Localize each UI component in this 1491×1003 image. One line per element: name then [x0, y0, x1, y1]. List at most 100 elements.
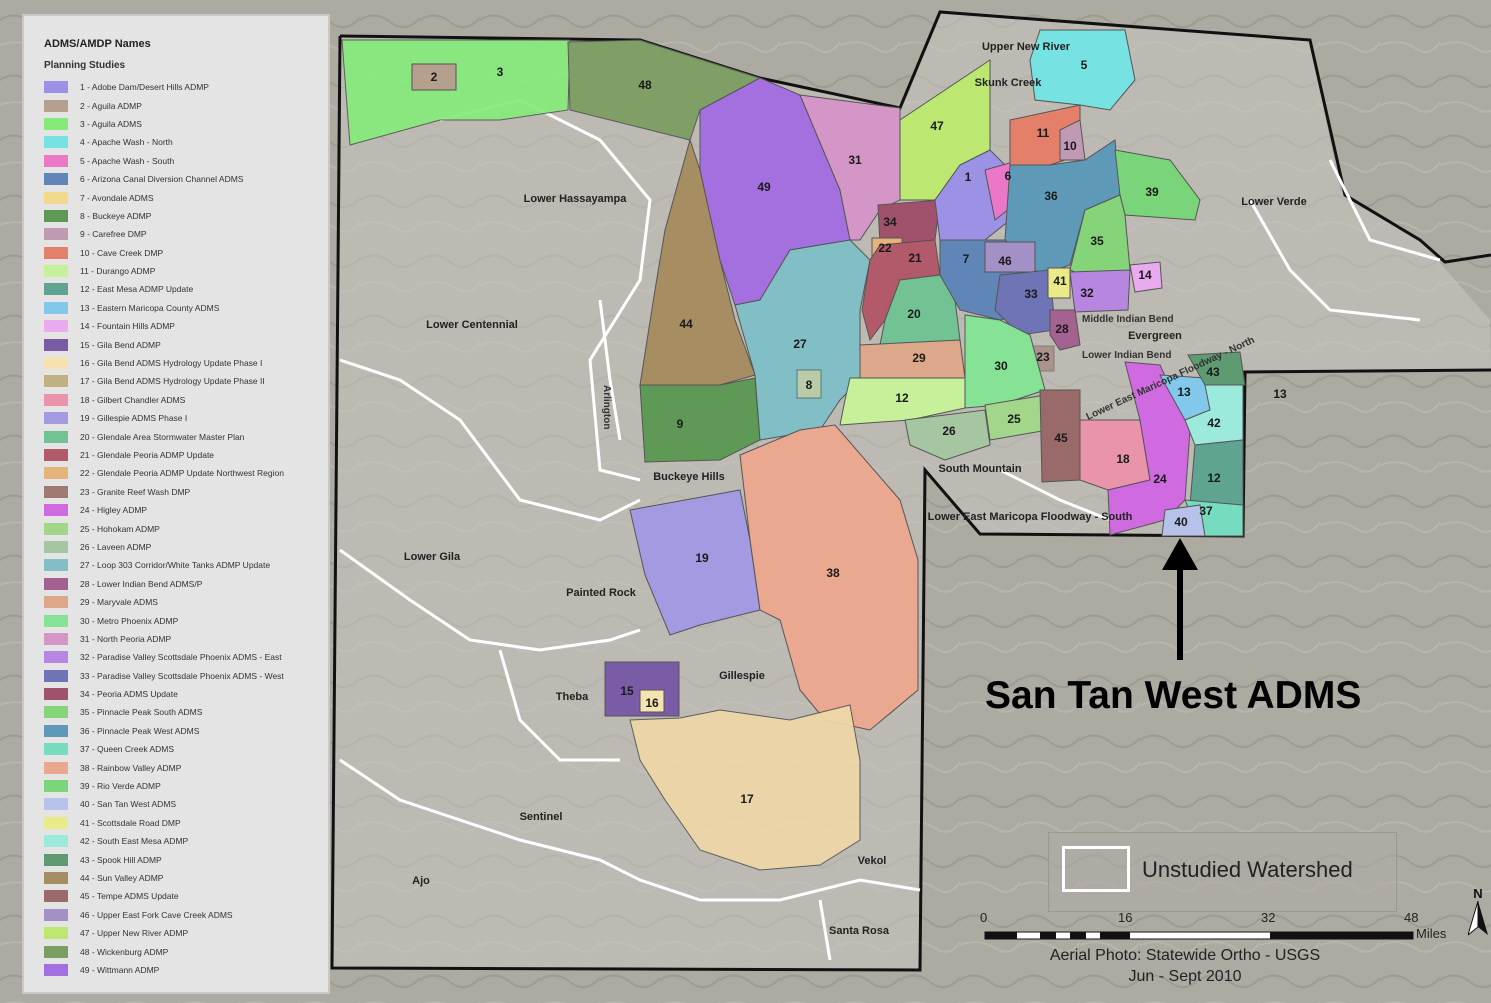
legend-item: 19 - Gillespie ADMS Phase I — [44, 409, 329, 427]
legend-item: 42 - South East Mesa ADMP — [44, 832, 329, 850]
callout-arrow — [1162, 538, 1198, 660]
legend-swatch — [44, 945, 68, 958]
legend-item: 33 - Paradise Valley Scottsdale Phoenix … — [44, 667, 329, 685]
callout-label: San Tan West ADMS — [985, 674, 1362, 717]
legend-swatch — [44, 173, 68, 186]
area-label: 32 — [1080, 286, 1094, 300]
legend-item: 44 - Sun Valley ADMP — [44, 869, 329, 887]
area-label: 6 — [1005, 169, 1012, 183]
area-label: 22 — [878, 241, 892, 255]
area-label: 15 — [620, 684, 634, 698]
legend-item-label: 25 - Hohokam ADMP — [80, 523, 160, 534]
legend-item-label: 7 - Avondale ADMS — [80, 192, 154, 203]
legend-swatch — [44, 724, 68, 737]
legend-item: 3 - Aguila ADMS — [44, 115, 329, 133]
legend-item: 48 - Wickenburg ADMP — [44, 942, 329, 960]
legend-item-label: 38 - Rainbow Valley ADMP — [80, 762, 182, 773]
legend-item: 46 - Upper East Fork Cave Creek ADMS — [44, 906, 329, 924]
area-label: 44 — [679, 317, 693, 331]
legend-swatch — [44, 761, 68, 774]
legend-item-label: 15 - Gila Bend ADMP — [80, 339, 161, 350]
north-label: N — [1473, 886, 1483, 901]
legend-item: 41 - Scottsdale Road DMP — [44, 814, 329, 832]
legend-item-label: 36 - Pinnacle Peak West ADMS — [80, 725, 200, 736]
legend-swatch — [44, 320, 68, 333]
area-label: 25 — [1007, 412, 1021, 426]
area-label: 36 — [1044, 189, 1058, 203]
legend-item-label: 17 - Gila Bend ADMS Hydrology Update Pha… — [80, 376, 265, 387]
area-label: 49 — [757, 180, 771, 194]
legend-swatch — [44, 927, 68, 940]
watershed-label: Sentinel — [520, 811, 563, 823]
unstudied-swatch — [1062, 846, 1130, 892]
legend-swatch — [44, 559, 68, 572]
legend-item-label: 41 - Scottsdale Road DMP — [80, 817, 181, 828]
legend-item: 20 - Glendale Area Stormwater Master Pla… — [44, 427, 329, 445]
area-46 — [984, 241, 1036, 273]
legend-item-label: 28 - Lower Indian Bend ADMS/P — [80, 578, 203, 589]
legend-swatch — [44, 412, 68, 425]
area-label: 11 — [1037, 126, 1050, 140]
legend-item: 9 - Carefree DMP — [44, 225, 329, 243]
legend-item: 5 - Apache Wash - South — [44, 152, 329, 170]
legend-swatch — [44, 117, 68, 130]
legend-swatch — [44, 375, 68, 388]
area-7 — [796, 369, 822, 399]
watershed-label: Lower Centennial — [426, 319, 518, 331]
area-40 — [1161, 504, 1206, 537]
legend-subtitle: Planning Studies — [44, 60, 126, 71]
legend-swatch — [44, 835, 68, 848]
legend-item-label: 20 - Glendale Area Stormwater Master Pla… — [80, 431, 245, 442]
scale-tick: 16 — [1118, 910, 1133, 925]
area-label: 3 — [497, 65, 504, 79]
legend-swatch — [44, 963, 68, 976]
legend-item: 4 - Apache Wash - North — [44, 133, 329, 151]
legend-swatch — [44, 706, 68, 719]
area-14 — [1129, 261, 1163, 293]
legend-item-label: 23 - Granite Reef Wash DMP — [80, 486, 191, 497]
legend-item-label: 19 - Gillespie ADMS Phase I — [80, 413, 188, 424]
legend-swatch — [44, 246, 68, 259]
legend-swatch — [44, 467, 68, 480]
area-label: 48 — [638, 78, 652, 92]
watershed-label: Lower Hassayampa — [524, 193, 628, 205]
watershed-label: Lower East Maricopa Floodway - South — [928, 511, 1133, 523]
legend-item-label: 8 - Buckeye ADMP — [80, 210, 152, 221]
legend-item-label: 33 - Paradise Valley Scottsdale Phoenix … — [80, 670, 284, 681]
legend-item-label: 48 - Wickenburg ADMP — [80, 946, 169, 957]
legend-item-label: 30 - Metro Phoenix ADMP — [80, 615, 179, 626]
area-label: 42 — [1207, 416, 1221, 430]
legend-item: 2 - Aguila ADMP — [44, 96, 329, 114]
legend-swatch — [44, 357, 68, 370]
legend-swatch — [44, 688, 68, 701]
area-label: 35 — [1090, 234, 1104, 248]
legend-item: 22 - Glendale Peoria ADMP Update Northwe… — [44, 464, 329, 482]
unstudied-legend-box — [1048, 832, 1397, 912]
legend-swatch — [44, 81, 68, 94]
legend-item: 13 - Eastern Maricopa County ADMS — [44, 299, 329, 317]
area-32 — [1069, 269, 1131, 313]
area-8 — [639, 377, 761, 463]
area-3 — [341, 39, 571, 146]
legend-item-label: 32 - Paradise Valley Scottsdale Phoenix … — [80, 652, 282, 663]
area-label: 24 — [1153, 472, 1167, 486]
legend-item: 29 - Maryvale ADMS — [44, 593, 329, 611]
legend-item: 43 - Spook Hill ADMP — [44, 850, 329, 868]
legend-swatch — [44, 577, 68, 590]
area-26 — [904, 409, 991, 461]
area-label: 13 — [1273, 387, 1287, 401]
watershed-label: Evergreen — [1128, 330, 1182, 342]
area-label: 21 — [908, 251, 922, 265]
scale-bar — [984, 931, 1414, 940]
area-label: 9 — [677, 417, 684, 431]
credit-line-1: Aerial Photo: Statewide Ortho - USGS — [1049, 947, 1321, 964]
area-17 — [629, 704, 861, 871]
area-label: 5 — [1081, 58, 1088, 72]
legend-swatch — [44, 816, 68, 829]
legend-item: 25 - Hohokam ADMP — [44, 519, 329, 537]
legend-swatch — [44, 669, 68, 682]
area-41 — [1047, 267, 1071, 299]
area-label: 18 — [1116, 452, 1130, 466]
